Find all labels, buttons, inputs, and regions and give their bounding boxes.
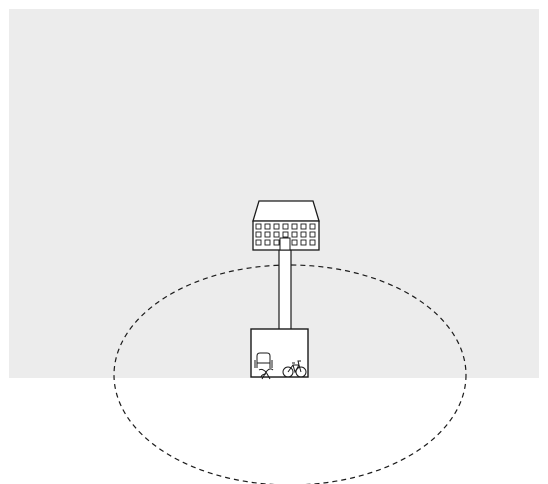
connector-corridor: [279, 250, 291, 330]
building-window: [283, 224, 288, 229]
building-window: [256, 240, 261, 245]
building-window: [301, 232, 306, 237]
building-window: [310, 224, 315, 229]
apartment-building-icon: [253, 201, 319, 250]
building-window: [274, 232, 279, 237]
building-window: [301, 224, 306, 229]
building-window: [256, 232, 261, 237]
building-window: [274, 224, 279, 229]
building-window: [292, 232, 297, 237]
building-door: [280, 238, 290, 250]
building-window: [274, 240, 279, 245]
building-window: [265, 232, 270, 237]
building-window: [292, 240, 297, 245]
building-window: [292, 224, 297, 229]
grey-region: [9, 9, 539, 378]
building-window: [256, 224, 261, 229]
building-window: [265, 224, 270, 229]
building-window: [283, 232, 288, 237]
building-window: [310, 232, 315, 237]
building-window: [310, 240, 315, 245]
house-unit-icon: [251, 329, 308, 379]
building-window: [301, 240, 306, 245]
building-window: [265, 240, 270, 245]
